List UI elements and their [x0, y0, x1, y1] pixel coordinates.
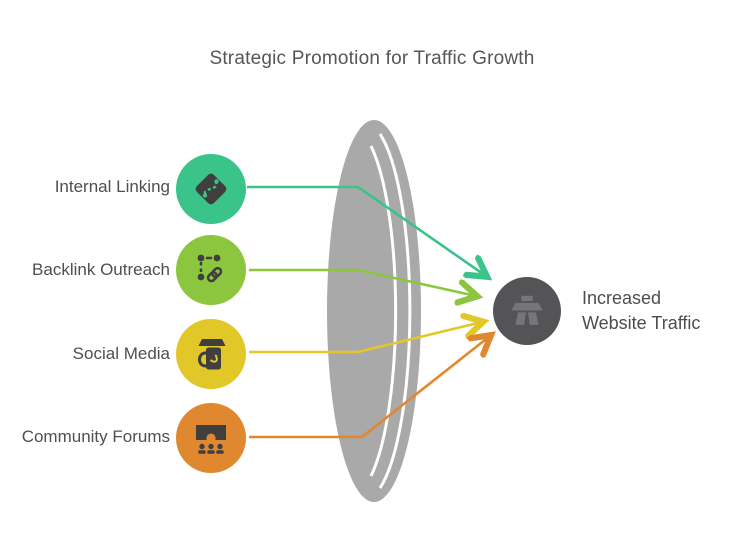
arrow-internal-linking: [247, 185, 486, 276]
arrow-community-forums: [249, 336, 490, 439]
traffic-icon: [511, 295, 543, 325]
backlink-outreach-node: [176, 235, 246, 305]
arrow-backlink-outreach: [249, 268, 476, 296]
arrow-social-media: [249, 322, 482, 354]
increased-traffic-node: [493, 277, 561, 345]
internal-linking-node: [176, 154, 246, 224]
community-forums-node: [176, 403, 246, 473]
label-internal-linking: Internal Linking: [54, 177, 170, 196]
lens-ellipse: [327, 120, 421, 502]
label-increased-website-traffic: Increased Website Traffic: [582, 288, 701, 333]
lens-highlight-inner: [369, 145, 398, 477]
label-social-media: Social Media: [72, 344, 170, 363]
lens-highlight-outer: [378, 133, 412, 489]
label-community-forums: Community Forums: [21, 427, 170, 446]
link-network-icon: [197, 254, 223, 283]
label-backlink-outreach: Backlink Outreach: [32, 260, 170, 279]
social-media-node: [176, 319, 246, 389]
community-arch-icon: [196, 425, 226, 454]
lens-shape: [327, 120, 421, 502]
route-diamond-icon: [195, 173, 227, 205]
page-title: Strategic Promotion for Traffic Growth: [209, 48, 535, 69]
mobile-storefront-icon: [198, 339, 226, 370]
